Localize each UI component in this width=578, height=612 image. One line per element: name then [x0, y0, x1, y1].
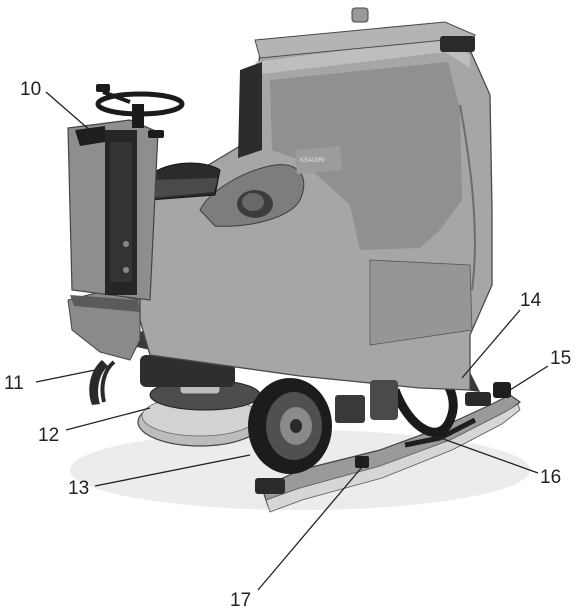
- brush-deck: [137, 355, 263, 447]
- scrubber-machine: KSAIJIRI: [67, 7, 530, 513]
- callout-16: 16: [540, 467, 561, 488]
- brand-plate-text: KSAIJIRI: [300, 158, 325, 164]
- leader-line-15: [509, 365, 549, 391]
- brand-plate: KSAIJIRI: [295, 146, 342, 174]
- callout-11: 11: [4, 373, 24, 394]
- callout-14: 14: [520, 290, 542, 311]
- leader-line-14: [461, 309, 521, 379]
- leader-line-10: [45, 91, 93, 133]
- rear-wheel: [248, 378, 332, 474]
- callout-15: 15: [550, 348, 571, 369]
- callout-10: 10: [20, 79, 41, 100]
- callout-labels: 10 11 12 13 14 15 16 17: [4, 79, 571, 611]
- callout-12: 12: [38, 425, 59, 446]
- front-pedal-lever: [89, 360, 108, 405]
- leader-line-11: [35, 369, 96, 383]
- tank-body: [139, 7, 493, 391]
- steering-console: [67, 84, 185, 301]
- callout-13: 13: [68, 478, 89, 499]
- leader-line-17: [257, 459, 369, 591]
- leader-line-16: [434, 435, 539, 474]
- leader-line-13: [94, 454, 251, 487]
- leader-line-12: [65, 407, 151, 431]
- callout-17: 17: [230, 590, 251, 611]
- operator-seat: [149, 162, 221, 201]
- callout-leaders: [35, 91, 549, 591]
- side-scoop: [199, 164, 305, 227]
- squeegee-assembly: [255, 382, 522, 513]
